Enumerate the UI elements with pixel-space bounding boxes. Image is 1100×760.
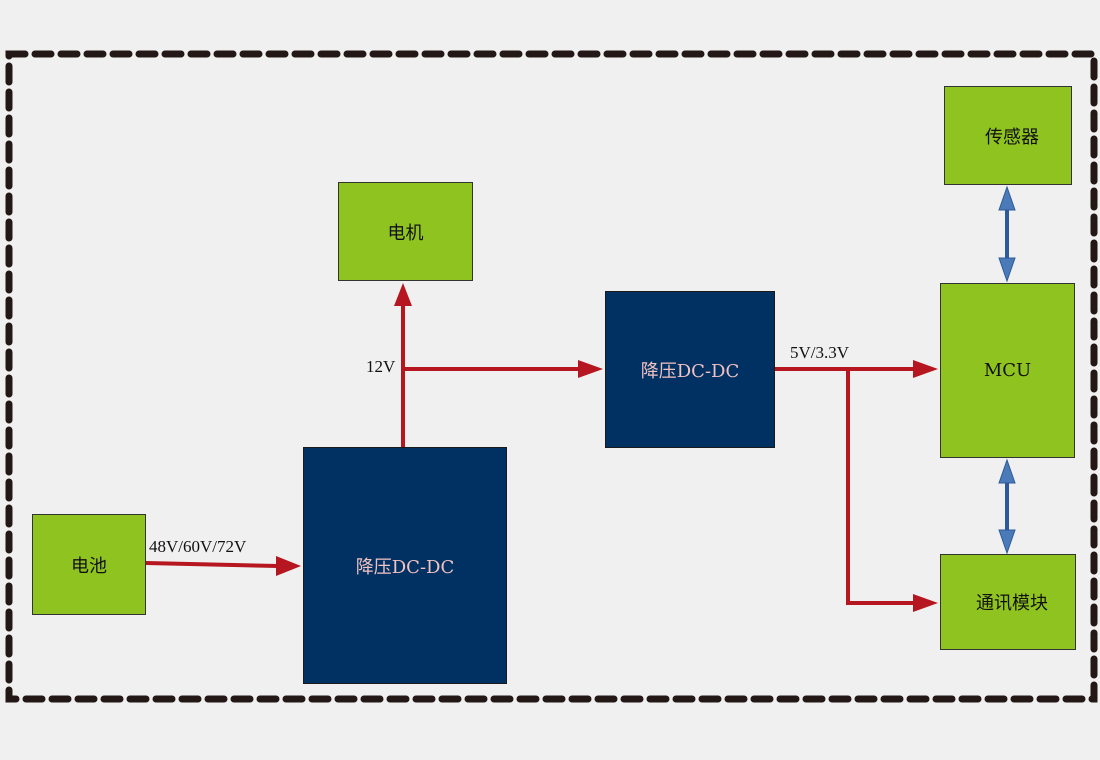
arrow-dcdc-to-motor [394,283,412,447]
mcu-label: MCU [983,360,1032,381]
battery-block: 电池 [32,514,146,615]
arrow-sensor-mcu [998,185,1016,283]
buck-dcdc-secondary-label: 降压DC-DC [640,360,740,382]
logic-voltage-label: 5V/3.3V [790,343,850,362]
buck-dcdc-secondary-block: 降压DC-DC [605,291,775,448]
motor-block: 电机 [338,182,473,281]
comm-module-block: 通讯模块 [940,554,1076,650]
comm-module-label: 通讯模块 [976,593,1048,614]
sensor-label: 传感器 [985,126,1039,148]
arrow-12v-to-dcdc2 [403,360,603,378]
system-boundary [5,50,1098,703]
battery-voltage-label: 48V/60V/72V [149,537,247,556]
arrow-battery-to-dcdc [145,556,301,576]
battery-label: 电池 [71,555,107,577]
motor-label: 电机 [387,222,424,244]
buck-dcdc-main-label: 降压DC-DC [355,556,455,578]
buck-dcdc-main-block: 降压DC-DC [303,447,507,684]
mcu-block: MCU [940,283,1075,458]
arrow-dcdc2-to-mcu [775,360,938,378]
sensor-block: 传感器 [944,86,1072,185]
arrow-mcu-comm [998,458,1016,555]
arrow-dcdc2-to-comm [846,369,938,612]
motor-voltage-label: 12V [366,357,396,376]
